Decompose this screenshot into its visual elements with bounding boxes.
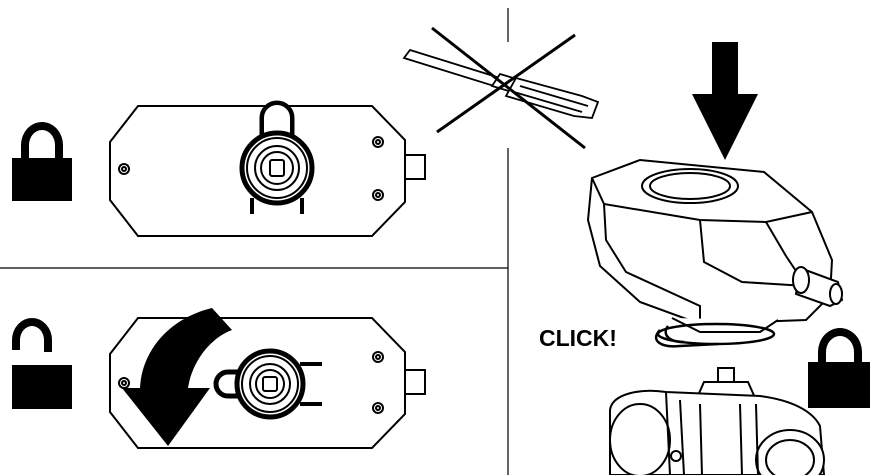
arrow-down-icon (692, 42, 758, 160)
cross-line-2 (436, 33, 576, 134)
lock-clip-ring (654, 322, 776, 348)
coupling-unlocked (213, 348, 322, 420)
padlock-locked-icon-right (808, 328, 870, 408)
click-label: CLICK! (539, 325, 617, 351)
panel-dividers (0, 8, 509, 475)
cross-line-1 (431, 26, 586, 150)
coupling-locked (239, 100, 315, 214)
panel-mounting: CLICK! (539, 42, 870, 475)
crossed-screwdriver-icon (402, 26, 600, 150)
actuator-housing (586, 158, 844, 333)
ball-valve (609, 367, 826, 475)
panel-locked (12, 100, 426, 237)
padlock-unlocked-icon (12, 318, 72, 409)
curved-arrow-rotate-icon (122, 308, 232, 446)
panel-unlocked (12, 308, 426, 449)
padlock-locked-icon (12, 122, 72, 201)
